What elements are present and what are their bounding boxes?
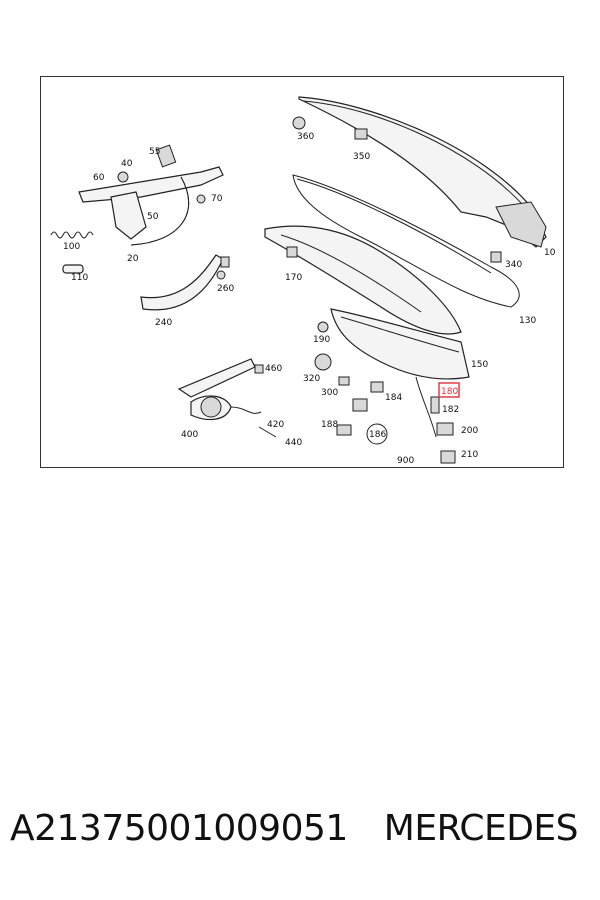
callout-50: 50 [147, 212, 159, 222]
callout-200: 200 [461, 426, 478, 436]
callout-180: 180 [441, 387, 458, 397]
callout-40: 40 [121, 159, 133, 169]
callout-400: 400 [181, 430, 198, 440]
callout-20: 20 [127, 254, 139, 264]
trunk-lid-shell[interactable] [298, 96, 547, 248]
spring[interactable] [50, 231, 94, 239]
callout-186: 186 [369, 430, 386, 440]
callout-420: 420 [267, 420, 284, 430]
callout-150: 150 [471, 360, 488, 370]
callout-180-highlight [438, 382, 460, 398]
exploded-parts-diagram: 360 350 55 40 60 70 50 10 100 20 340 170… [50, 96, 556, 466]
callout-340: 340 [505, 260, 522, 270]
callout-360: 360 [297, 132, 314, 142]
callout-460: 460 [265, 364, 282, 374]
inner-panel[interactable] [264, 225, 462, 335]
callout-60: 60 [93, 173, 105, 183]
callout-260: 260 [217, 284, 234, 294]
drive-motor[interactable] [177, 358, 262, 421]
trunk-lid-seal[interactable] [292, 174, 520, 308]
brand-name: MERCEDES [383, 808, 579, 849]
callout-labels: 360 350 55 40 60 70 50 10 100 20 340 170… [63, 132, 556, 466]
callout-70: 70 [211, 194, 223, 204]
trim-panel[interactable] [330, 308, 470, 380]
callout-184: 184 [385, 393, 402, 403]
callout-190: 190 [313, 335, 330, 345]
part-number: A21375001009051 [10, 808, 348, 849]
callout-900: 900 [397, 456, 414, 466]
callout-440: 440 [285, 438, 302, 448]
callout-182: 182 [442, 405, 459, 415]
callout-130: 130 [519, 316, 536, 326]
fasteners[interactable] [220, 116, 502, 464]
callout-320: 320 [303, 374, 320, 384]
callout-55: 55 [149, 147, 160, 157]
parts-diagram-frame: 360 350 55 40 60 70 50 10 100 20 340 170… [40, 76, 564, 468]
callout-240: 240 [155, 318, 172, 328]
callout-300: 300 [321, 388, 338, 398]
callout-350: 350 [353, 152, 370, 162]
callout-170: 170 [285, 273, 302, 283]
callout-100: 100 [63, 242, 80, 252]
callout-188: 188 [321, 420, 338, 430]
callout-10: 10 [544, 248, 556, 258]
pin[interactable] [62, 264, 84, 274]
callout-186-circle [366, 423, 388, 445]
part-caption: A21375001009051 MERCEDES [10, 808, 590, 858]
callout-210: 210 [461, 450, 478, 460]
hinge-assembly[interactable] [78, 144, 224, 246]
hinge-arm[interactable] [140, 254, 226, 311]
callout-110: 110 [71, 273, 88, 283]
